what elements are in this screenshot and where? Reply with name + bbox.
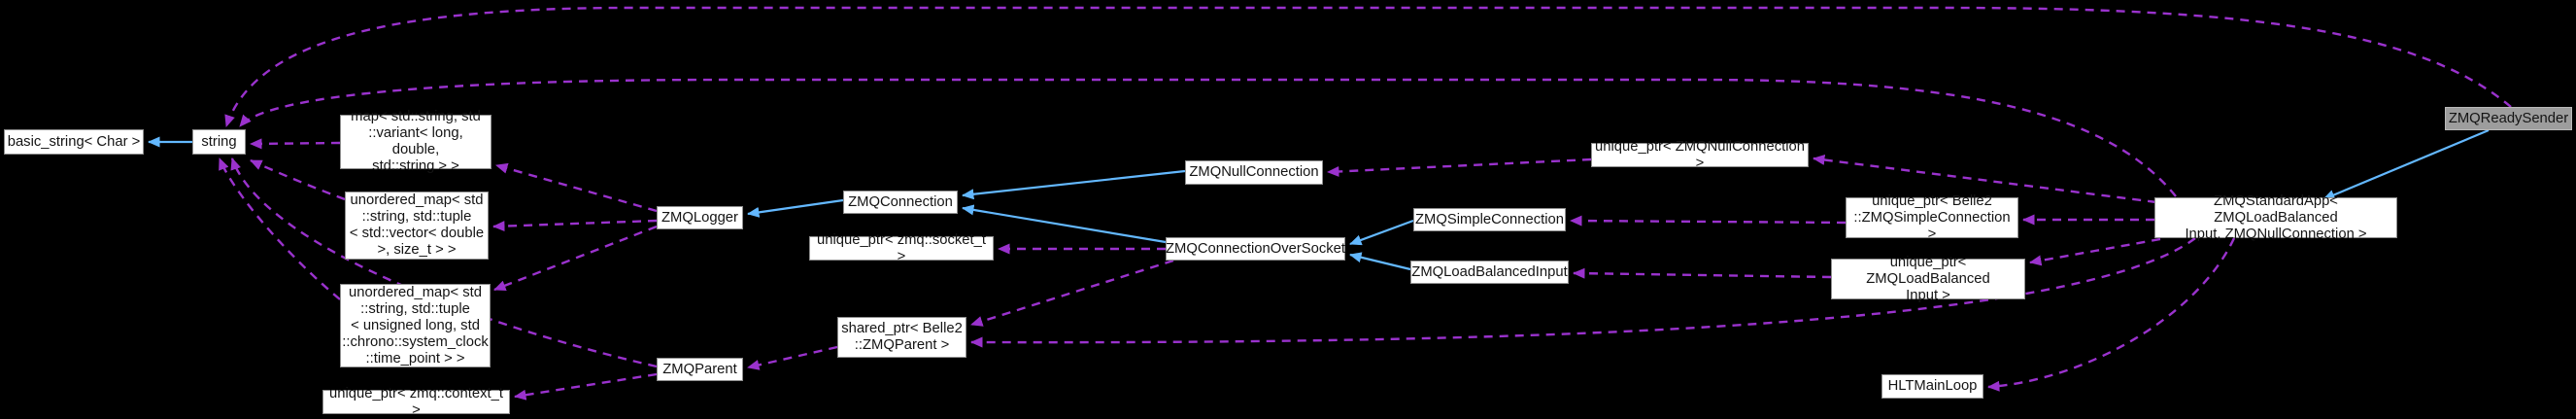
node-unique-ptr-simpleconnection[interactable]: unique_ptr< Belle2 ::ZMQSimpleConnection… [1846, 193, 2018, 242]
edge-zmqparent-uptr_context [514, 372, 658, 401]
edge-map_variant-string [250, 138, 341, 150]
edge-zmqstandardapp-uptr_null [1813, 154, 2157, 204]
node-zmqreadysender: ZMQReadySender [2445, 107, 2572, 130]
node-zmqsimpleconnection[interactable]: ZMQSimpleConnection [1413, 208, 1566, 231]
node-unique-ptr-socket[interactable]: unique_ptr< zmq::socket_t > [809, 232, 994, 264]
edge-uptr_null-zmqnull [1327, 157, 1592, 177]
edge-zmqreadysender-zmqstandardapp [2322, 128, 2490, 201]
edge-zmqloadbal-zmqcos [1349, 252, 1411, 271]
node-unordered-map-vector[interactable]: unordered_map< std ::string, std::tuple … [345, 192, 489, 260]
node-map-string-variant[interactable]: map< std::string, std ::variant< long, d… [340, 109, 491, 174]
edge-zmqcos-sptr_parent [970, 259, 1174, 327]
edge-umap_vector-string [250, 158, 346, 201]
node-zmqconnection[interactable]: ZMQConnection [843, 191, 958, 214]
edge-zmqnull-zmqconnection [962, 169, 1186, 200]
edge-zmqparent-string [230, 157, 658, 368]
node-zmqnullconnection[interactable]: ZMQNullConnection [1185, 160, 1323, 185]
node-hltmainloop[interactable]: HLTMainLoop [1881, 374, 1983, 399]
node-basic-string[interactable]: basic_string< Char > [4, 129, 144, 155]
node-unique-ptr-context[interactable]: unique_ptr< zmq::context_t > [322, 386, 510, 418]
node-zmqparent[interactable]: ZMQParent [657, 358, 743, 381]
node-zmqloadbalancedinput[interactable]: ZMQLoadBalancedInput [1410, 261, 1569, 284]
node-zmqconnectionoversocket[interactable]: ZMQConnectionOverSocket [1166, 237, 1345, 261]
edge-zmqsimple-zmqcos [1349, 219, 1414, 246]
edge-zmqcos-zmqconnection [962, 204, 1167, 244]
edge-zmqstandardapp-string [239, 78, 2177, 197]
edge-zmqconnection-zmqlogger [747, 198, 844, 218]
edge-umap_time-string [218, 157, 341, 300]
edge-zmqstandardapp-hltmainloop [1987, 237, 2236, 392]
node-zmqstandardapp[interactable]: ZMQStandardApp< ZMQLoadBalanced Input, Z… [2154, 193, 2397, 242]
node-string[interactable]: string [192, 129, 246, 155]
edge-sptr_parent-zmqparent [747, 345, 838, 370]
node-unique-ptr-loadbalancedinput[interactable]: unique_ptr< ZMQLoadBalanced Input > [1831, 255, 2025, 303]
node-shared-ptr-zmqparent[interactable]: shared_ptr< Belle2 ::ZMQParent > [837, 317, 966, 358]
node-zmqlogger[interactable]: ZMQLogger [657, 206, 743, 229]
edge-zmqstandardapp-uptr_loadbal [2029, 237, 2161, 266]
edge-uptr_simple-zmqsimple [1570, 215, 1847, 227]
edge-zmqlogger-umap_time [493, 225, 658, 292]
edge-zmqlogger-umap_vector [492, 219, 658, 232]
node-unique-ptr-nullconnection[interactable]: unique_ptr< ZMQNullConnection > [1591, 139, 1809, 171]
edge-uptr_loadbal-zmqloadbal [1573, 267, 1832, 279]
edge-zmqlogger-map_variant [495, 162, 658, 213]
edge-zmqstandardapp-sptr_parent [970, 237, 2196, 348]
edge-zmqreadysender-string [224, 6, 2512, 127]
node-unordered-map-timepoint[interactable]: unordered_map< std ::string, std::tuple … [340, 284, 491, 367]
